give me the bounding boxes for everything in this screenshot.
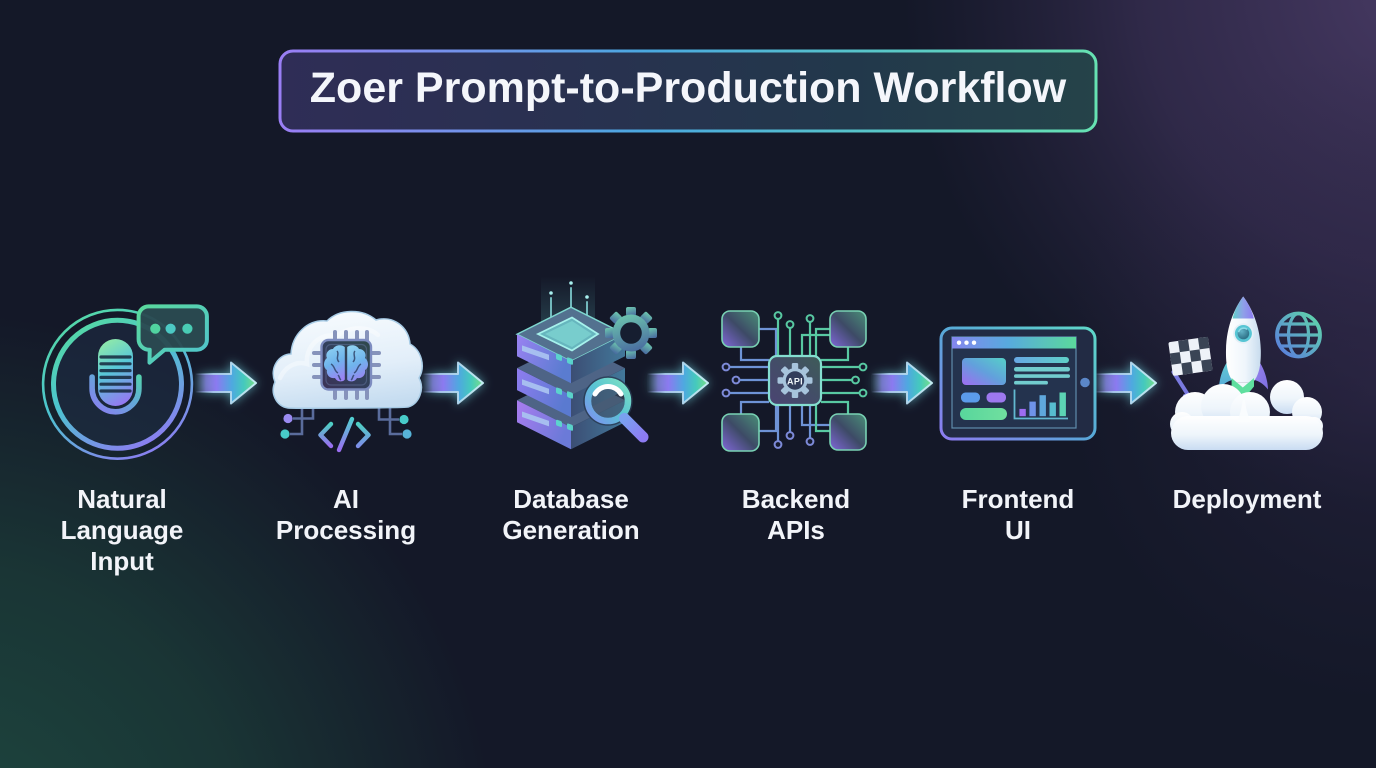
svg-text:Zoer Prompt-to-Production Work: Zoer Prompt-to-Production Workflow <box>310 64 1067 112</box>
svg-text:Language: Language <box>61 515 184 545</box>
svg-text:Deployment: Deployment <box>1173 484 1322 514</box>
svg-text:Natural: Natural <box>77 484 167 514</box>
svg-text:Input: Input <box>90 546 154 576</box>
svg-text:APIs: APIs <box>767 515 825 545</box>
svg-text:Generation: Generation <box>502 515 639 545</box>
svg-text:Frontend: Frontend <box>962 484 1075 514</box>
svg-text:AI: AI <box>333 484 359 514</box>
svg-text:Processing: Processing <box>276 515 416 545</box>
svg-text:API: API <box>787 376 803 386</box>
svg-text:Database: Database <box>513 484 629 514</box>
svg-text:UI: UI <box>1005 515 1031 545</box>
svg-text:Backend: Backend <box>742 484 850 514</box>
